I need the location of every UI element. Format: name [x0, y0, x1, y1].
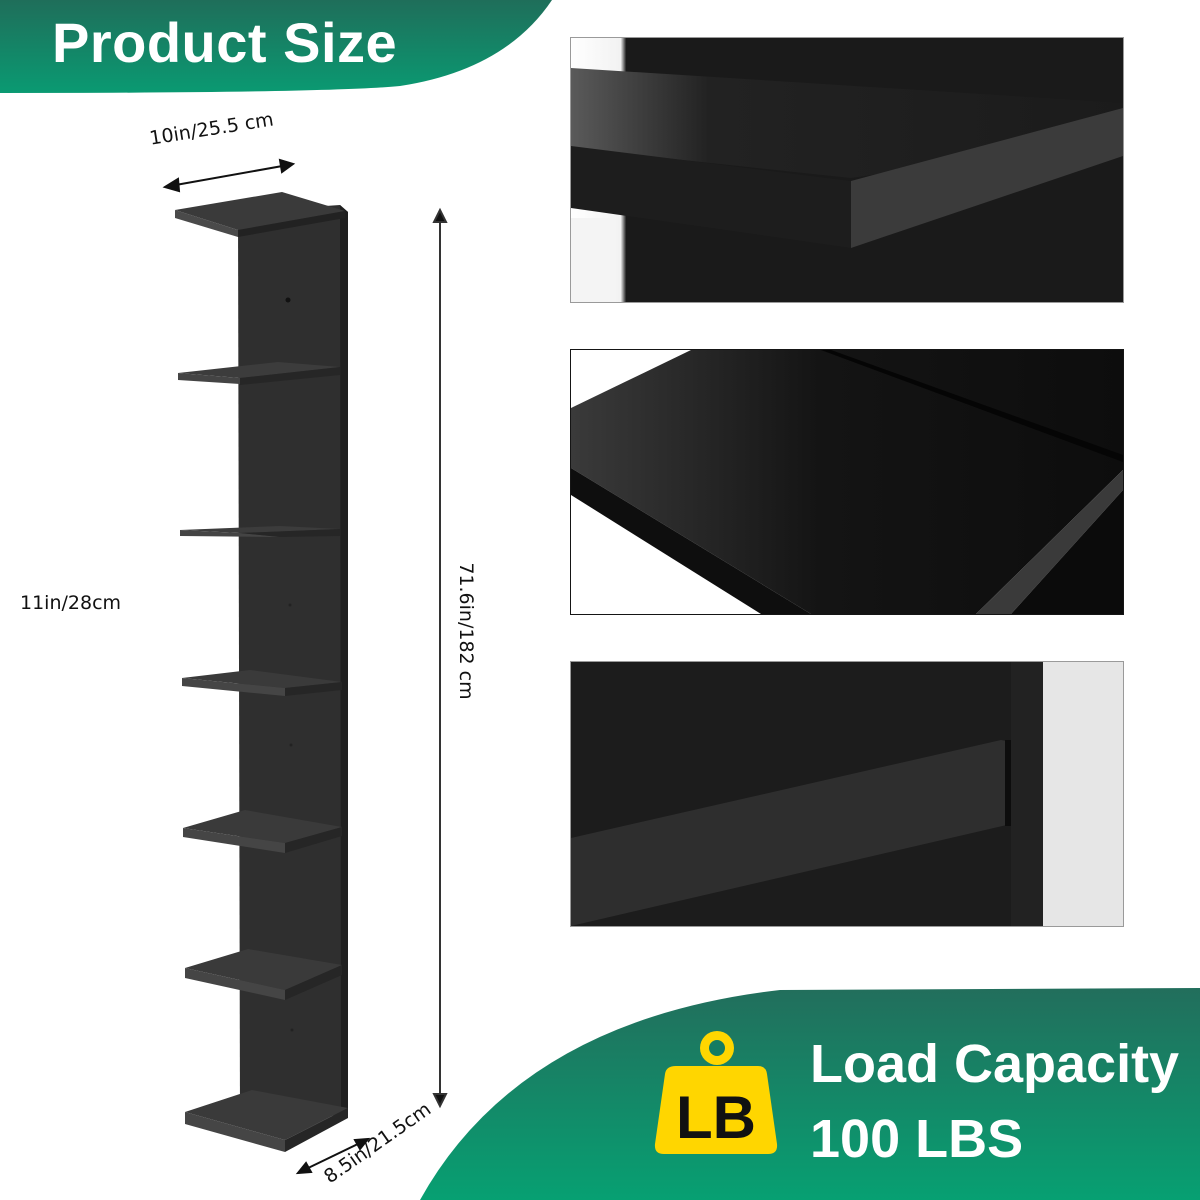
- load-capacity-banner: [420, 988, 1200, 1200]
- shelf-gap-label: 11in/28cm: [20, 592, 122, 614]
- detail-photo-side: [570, 661, 1124, 927]
- header-banner: [0, 0, 552, 93]
- svg-text:LB: LB: [676, 1084, 756, 1151]
- width-arrow: [162, 158, 296, 193]
- depth-arrow: [295, 1137, 371, 1175]
- weight-lb-icon: LB: [654, 1031, 778, 1154]
- height-label: 71.6in/182 cm: [455, 562, 477, 700]
- load-capacity-title: Load Capacity: [810, 1034, 1180, 1094]
- load-capacity-value: 100 LBS: [810, 1109, 1024, 1169]
- height-arrow: [432, 207, 448, 1109]
- detail-photo-edge: [570, 37, 1124, 303]
- detail-photo-top: [570, 349, 1124, 615]
- page-title: Product Size: [52, 11, 398, 74]
- shelf-illustration: [162, 158, 448, 1175]
